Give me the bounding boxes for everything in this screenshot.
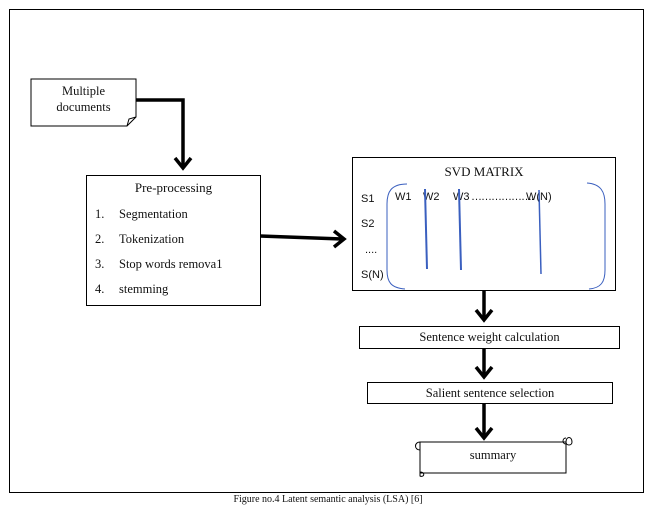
- svd-matrix-graphics: [386, 182, 606, 290]
- svd-row-label-s1: S1: [361, 193, 375, 205]
- svd-col-dots: ……………….: [471, 191, 534, 203]
- preprocessing-box: Pre-processing 1. Segmentation 2. Tokeni…: [86, 175, 261, 306]
- arrow-docs-to-preprocessing: [136, 98, 185, 166]
- svd-row-label-sn: S(N): [361, 269, 384, 281]
- figure-frame: [9, 9, 644, 493]
- svd-col-w3: W3: [453, 191, 470, 203]
- multiple-documents-label: Multiple documents: [31, 83, 136, 115]
- svd-row-label-dots: ....: [365, 244, 378, 256]
- arrowhead-down-4: [474, 426, 494, 441]
- arrowhead-right: [332, 229, 347, 249]
- svd-matrix-title: SVD MATRIX: [444, 164, 524, 179]
- preprocessing-title: Pre-processing: [134, 180, 213, 195]
- arrowhead-down-2: [474, 308, 494, 323]
- scroll-right-curl-2: [562, 437, 567, 445]
- figure-caption: Figure no.4 Latent semantic analysis (LS…: [233, 494, 423, 505]
- scroll-left-curl: [415, 441, 425, 477]
- sentence-weight-box: Sentence weight calculation: [359, 326, 620, 349]
- preprocessing-list: 1. Segmentation 2. Tokenization 3. Stop …: [95, 207, 223, 296]
- svd-col-w2: W2: [423, 191, 440, 203]
- multiple-documents-line2: documents: [56, 100, 111, 114]
- multiple-documents-line1: Multiple: [61, 84, 106, 98]
- column-line-wn: [538, 189, 542, 275]
- sentence-weight-label: Sentence weight calculation: [419, 330, 560, 344]
- svd-matrix-box: SVD MATRIX S1 S2 .... S(N) W1 W2 W3 ……………: [352, 157, 616, 291]
- multiple-documents-shape: [30, 78, 137, 127]
- svd-row-label-s2: S2: [361, 218, 375, 230]
- salient-selection-label: Salient sentence selection: [425, 386, 555, 400]
- arrow-preprocessing-to-svd: [259, 234, 343, 241]
- scroll-right-curl: [565, 437, 573, 446]
- svd-col-w1: W1: [395, 191, 412, 203]
- matrix-right-bracket: [586, 182, 606, 290]
- matrix-left-bracket: [386, 183, 408, 290]
- column-line-w3: [458, 188, 462, 271]
- arrowhead-down-3: [474, 365, 494, 380]
- note-fold-corner: [126, 116, 137, 127]
- salient-selection-box: Salient sentence selection: [367, 382, 613, 404]
- summary-label: summary: [469, 448, 517, 462]
- arrowhead-down-1: [173, 156, 193, 171]
- column-line-w2: [424, 188, 428, 270]
